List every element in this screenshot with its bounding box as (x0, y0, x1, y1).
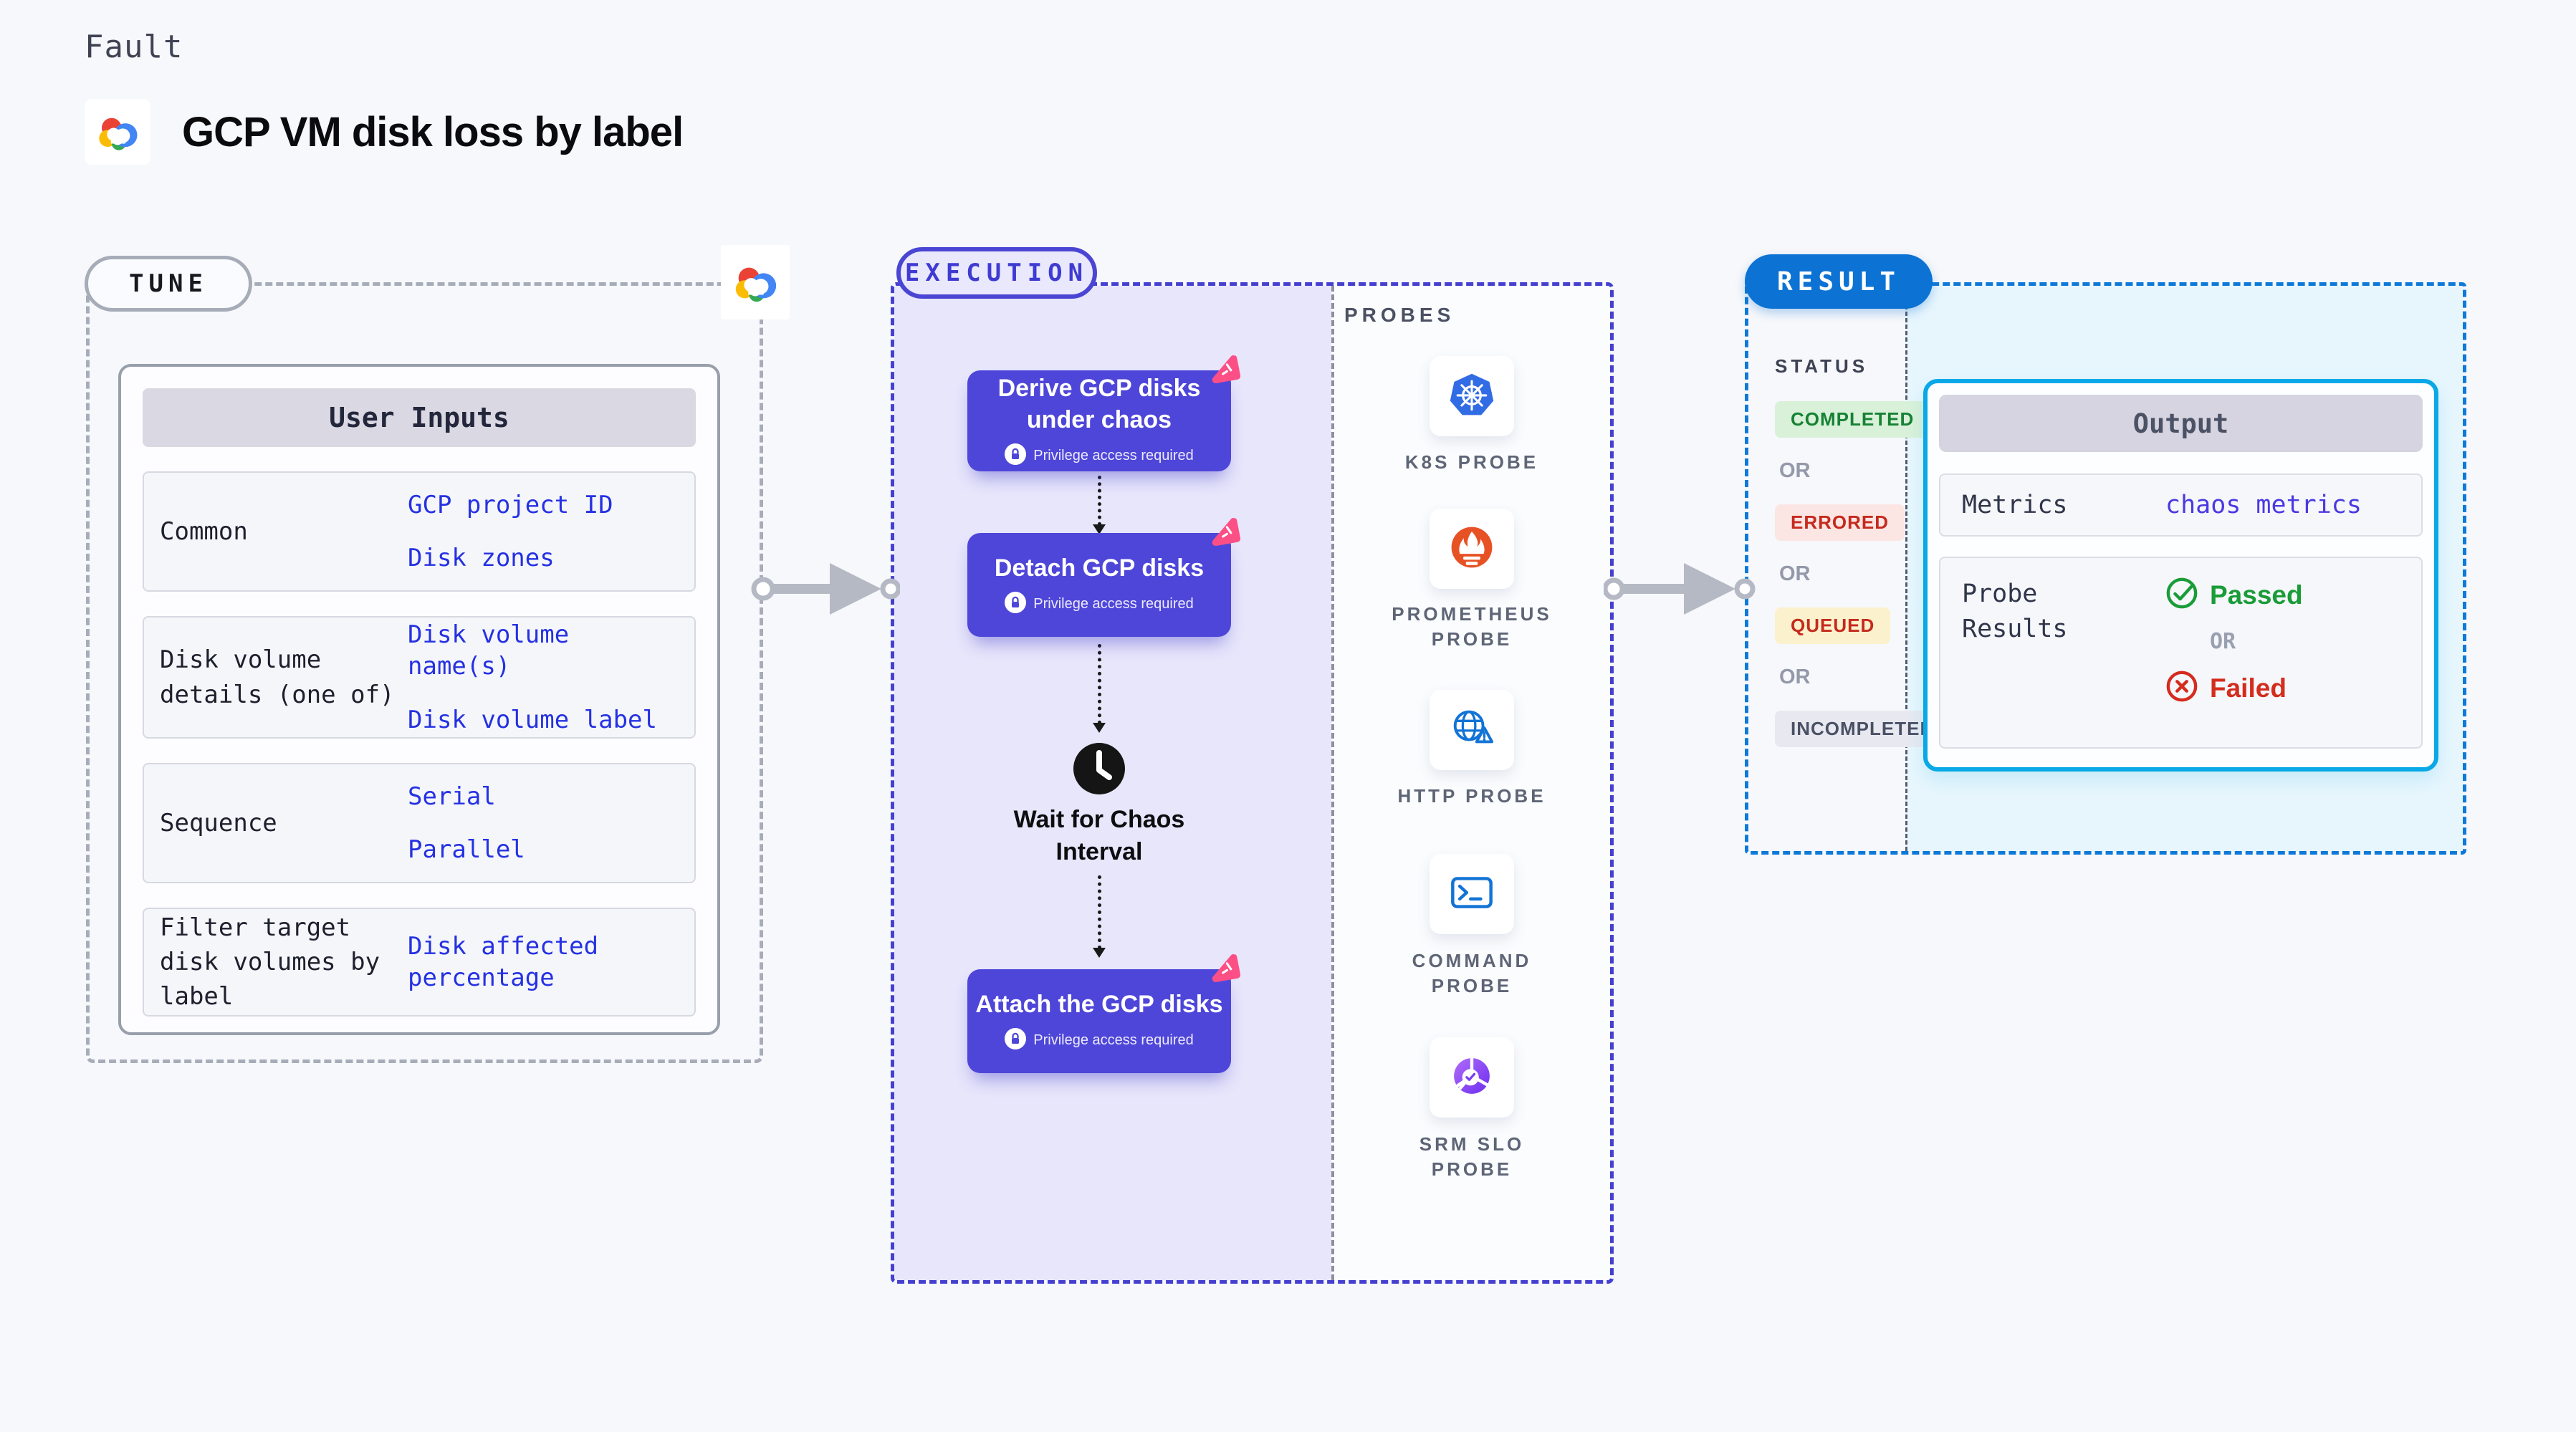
step-title: Derive GCP disks (997, 375, 1201, 403)
table-row: Filter target disk volumes by label Disk… (143, 908, 696, 1017)
gcp-logo (85, 99, 150, 165)
row-value: Serial (408, 782, 496, 811)
table-row: Disk volume details (one of) Disk volume… (143, 616, 696, 739)
step-attach-gcp-disks: Attach the GCP disks Privilege access re… (967, 953, 1241, 1073)
clock-icon (1072, 741, 1126, 799)
status-badge: ERRORED (1775, 504, 1905, 541)
wait-for-chaos-interval-label: Wait for Chaos Interval (1013, 806, 1185, 865)
lock-icon (1005, 1027, 1027, 1053)
tune-section-box (86, 282, 763, 1063)
row-value: Disk volume name(s) (408, 620, 570, 681)
row-value: GCP project ID (408, 490, 613, 519)
gcp-cloud-icon (99, 117, 138, 150)
chaos-experiment-icon (1206, 516, 1242, 556)
prometheus-icon (1448, 524, 1495, 575)
status-output-divider (1905, 286, 1907, 851)
prometheus-probe-card (1430, 509, 1514, 589)
step-title: Attach the GCP disks (975, 991, 1223, 1019)
k8s-probe-card (1430, 356, 1514, 436)
lock-icon (1005, 443, 1027, 468)
fault-kicker: Fault (85, 29, 183, 65)
passed-label: Passed (2210, 580, 2303, 610)
privilege-note: Privilege access required (1033, 1032, 1194, 1048)
step-title: under chaos (1026, 406, 1172, 433)
page-title: GCP VM disk loss by label (182, 108, 684, 155)
output-panel: Output Metrics chaos metrics Probe Resul… (1923, 379, 2438, 772)
row-value: Disk affected percentage (408, 931, 599, 992)
status-badge: INCOMPLETED (1775, 711, 1950, 747)
dotted-connector (1098, 875, 1101, 949)
arrow-tune-to-execution-icon (751, 563, 900, 615)
status-badge: QUEUED (1775, 607, 1891, 644)
probe-label: HTTP PROBE (1397, 785, 1546, 807)
arrow-down-icon (1093, 948, 1106, 958)
failed-label: Failed (2210, 673, 2287, 703)
probe-results-label: Probe Results (1962, 580, 2068, 643)
privilege-note: Privilege access required (1033, 447, 1194, 463)
privilege-note: Privilege access required (1033, 595, 1194, 612)
table-row: Common GCP project ID Disk zones (143, 471, 696, 592)
status-badge: COMPLETED (1775, 401, 1930, 438)
step-title: Detach GCP disks (994, 554, 1205, 582)
step-detach-gcp-disks: Detach GCP disks Privilege access requir… (967, 517, 1241, 637)
status-section-label: STATUS (1775, 355, 1869, 377)
row-label: Sequence (160, 808, 277, 837)
metrics-value: chaos metrics (2165, 491, 2362, 519)
row-label: Filter target disk volumes by label (160, 913, 380, 1011)
output-header: Output (1939, 395, 2423, 452)
probe-label: PROMETHEUS PROBE (1392, 603, 1552, 650)
chaos-experiment-icon (1206, 353, 1242, 393)
command-probe-card (1430, 854, 1514, 934)
probe-label: K8S PROBE (1404, 451, 1539, 473)
probes-section-label: PROBES (1344, 304, 1455, 326)
probe-label: SRM SLO PROBE (1419, 1133, 1525, 1181)
step-derive-gcp-disks: Derive GCP disks under chaos Privilege a… (967, 355, 1241, 471)
or-separator: OR (1779, 459, 1811, 482)
srm-slo-probe-card (1430, 1037, 1514, 1118)
metrics-label: Metrics (1962, 490, 2068, 519)
row-label: Disk volume details (one of) (160, 645, 395, 709)
table-row: Sequence Serial Parallel (143, 763, 696, 883)
chaos-experiment-icon (1206, 952, 1242, 992)
probe-results-row: Probe Results Passed OR (1939, 557, 2423, 749)
user-inputs-header: User Inputs (143, 388, 696, 447)
http-globe-warning-icon (1448, 706, 1495, 754)
check-circle-icon (2165, 577, 2198, 613)
or-separator: OR (1779, 665, 1811, 688)
probe-label: COMMAND PROBE (1412, 950, 1532, 997)
arrow-down-icon (1093, 524, 1106, 534)
metrics-row: Metrics chaos metrics (1939, 474, 2423, 537)
execution-pill: EXECUTION (896, 247, 1097, 299)
terminal-icon (1449, 872, 1495, 917)
or-separator: OR (2210, 629, 2236, 654)
dotted-connector (1098, 476, 1101, 526)
arrow-down-icon (1093, 723, 1106, 733)
status-badge-list: COMPLETED OR ERRORED OR QUEUED OR INCOMP… (1775, 401, 1950, 747)
result-pill: RESULT (1745, 254, 1933, 309)
tune-pill: TUNE (85, 256, 252, 312)
http-probe-card (1430, 690, 1514, 770)
row-value: Parallel (408, 835, 525, 864)
gcp-cloud-icon (721, 245, 790, 319)
dotted-connector (1098, 644, 1101, 724)
lock-icon (1005, 591, 1027, 617)
x-circle-icon (2165, 670, 2198, 706)
arrow-execution-to-result-icon (1604, 563, 1756, 615)
row-value: Disk zones (408, 544, 555, 572)
execution-probes-divider (1331, 286, 1334, 1280)
row-label: Common (160, 516, 248, 546)
or-separator: OR (1779, 562, 1811, 585)
user-inputs-table: User Inputs Common GCP project ID Disk z… (118, 364, 720, 1035)
srm-slo-icon (1449, 1053, 1495, 1102)
row-value: Disk volume label (408, 705, 657, 734)
kubernetes-icon (1447, 370, 1496, 423)
